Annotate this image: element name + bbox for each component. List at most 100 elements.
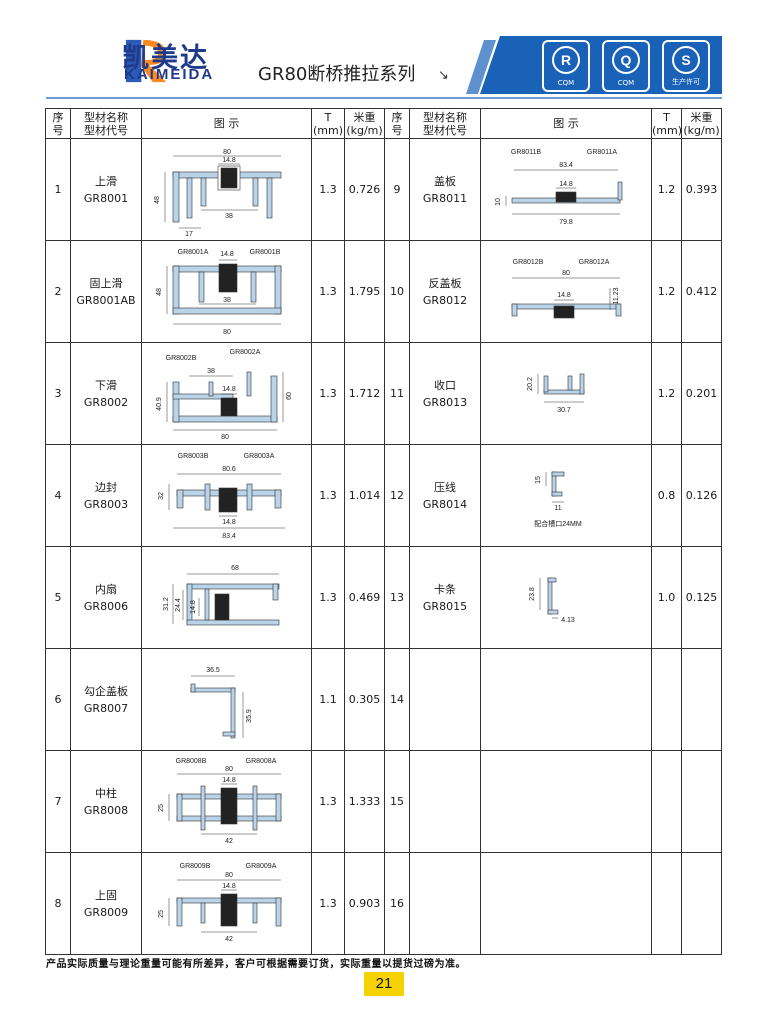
dim-label: 40.9	[156, 397, 163, 411]
arrow-down-right-icon: ↘	[438, 68, 449, 83]
cell-figure: GR8003B GR8003A 80.6 32 14.8 83.4	[141, 444, 312, 547]
cell-seq: 10	[384, 240, 410, 343]
page-number: 21	[364, 972, 404, 996]
cert-badge-r: R CQM	[542, 40, 590, 92]
series-title: GR80断桥推拉系列	[258, 64, 416, 85]
dim-label: 23.8	[529, 587, 536, 601]
dim-label: 83.4	[222, 533, 236, 540]
dim-label: 38	[207, 368, 215, 375]
dim-label: 32	[158, 492, 165, 500]
header-weight: 米重(kg/m)	[681, 108, 722, 139]
cell-figure-empty	[480, 852, 652, 955]
cell-weight	[681, 852, 722, 955]
cell-figure-empty	[480, 750, 652, 853]
header-name: 型材名称型材代号	[409, 108, 481, 139]
cell-seq: 1	[45, 138, 71, 241]
cell-weight: 1.014	[344, 444, 385, 547]
dim-label: 11	[554, 505, 561, 512]
cell-seq: 3	[45, 342, 71, 445]
dim-label: GR8003B	[177, 453, 208, 460]
cell-t: 1.3	[311, 342, 345, 445]
dim-label: 25	[158, 910, 165, 918]
figure-note: 配合槽口24MM	[534, 519, 582, 528]
cell-weight: 1.333	[344, 750, 385, 853]
profile-drawing-gr8007: 36.5 35.9	[190, 667, 253, 738]
cell-weight: 0.469	[344, 546, 385, 649]
dim-label: 80	[223, 329, 231, 336]
cell-figure: GR8009B GR8009A 80 14.8 25 42	[141, 852, 312, 955]
cell-seq: 7	[45, 750, 71, 853]
cell-weight: 0.201	[681, 342, 722, 445]
cell-weight: 0.903	[344, 852, 385, 955]
dim-label: GR8009B	[179, 863, 210, 870]
profile-name: 固上滑	[89, 276, 123, 290]
cell-figure: 15 11 配合槽口24MM	[480, 444, 652, 547]
cell-weight: 0.126	[681, 444, 722, 547]
profile-name: 边封	[95, 480, 117, 494]
cell-figure: 20.2 30.7	[480, 342, 652, 445]
cell-seq: 6	[45, 648, 71, 751]
cell-t	[651, 648, 682, 751]
cell-t: 1.3	[311, 240, 345, 343]
dim-label: 48	[156, 288, 163, 296]
dim-label: 38	[223, 297, 231, 304]
profile-name: 反盖板	[428, 276, 462, 290]
dim-label: 14.8	[222, 157, 236, 164]
cell-t: 1.3	[311, 750, 345, 853]
cell-weight	[681, 648, 722, 751]
cell-t: 1.2	[651, 342, 682, 445]
cell-weight: 0.305	[344, 648, 385, 751]
dim-label: 68	[231, 565, 239, 572]
dim-label: 14.8	[222, 883, 236, 890]
profile-code: GR8003	[83, 497, 129, 511]
dim-label: 4.13	[561, 617, 575, 624]
cell-t: 1.3	[311, 546, 345, 649]
profile-name: 收口	[434, 378, 456, 392]
dim-label: 80.6	[222, 466, 236, 473]
cell-seq: 2	[45, 240, 71, 343]
profile-code: GR8006	[83, 599, 129, 613]
cell-seq: 11	[384, 342, 410, 445]
cell-figure: 23.8 4.13	[480, 546, 652, 649]
cell-t: 1.3	[311, 852, 345, 955]
profile-name: 盖板	[434, 174, 456, 188]
profile-name: 下滑	[95, 378, 117, 392]
profile-drawing-gr8014: 15 11 配合槽口24MM	[534, 471, 582, 528]
profile-code: GR8012	[422, 293, 468, 307]
profile-name: 压线	[434, 480, 456, 494]
brand-name-cn: 凯美达	[122, 43, 209, 74]
cell-seq: 15	[384, 750, 410, 853]
cell-seq: 5	[45, 546, 71, 649]
profile-code: GR8001	[83, 191, 129, 205]
profile-code: GR8015	[422, 599, 468, 613]
cell-weight: 0.125	[681, 546, 722, 649]
dim-label: GR8008B	[175, 758, 206, 765]
dim-label: GR8003A	[243, 453, 274, 460]
cell-weight: 1.712	[344, 342, 385, 445]
dim-label: 14.8	[557, 292, 571, 299]
header-seq: 序号	[384, 108, 410, 139]
dim-label: GR8001A	[177, 249, 208, 256]
profile-drawing-gr8001ab: GR8001A GR8001B 14.8 48 38 80	[156, 249, 281, 336]
profile-drawing-gr8003: GR8003B GR8003A 80.6 32 14.8 83.4	[158, 453, 285, 540]
header-seq: 序号	[45, 108, 71, 139]
cell-seq: 14	[384, 648, 410, 751]
cell-t	[651, 852, 682, 955]
cell-t	[651, 750, 682, 853]
dim-label: GR8012A	[579, 259, 610, 266]
dim-label: 30.7	[557, 407, 571, 414]
dim-label: 60	[286, 392, 293, 400]
